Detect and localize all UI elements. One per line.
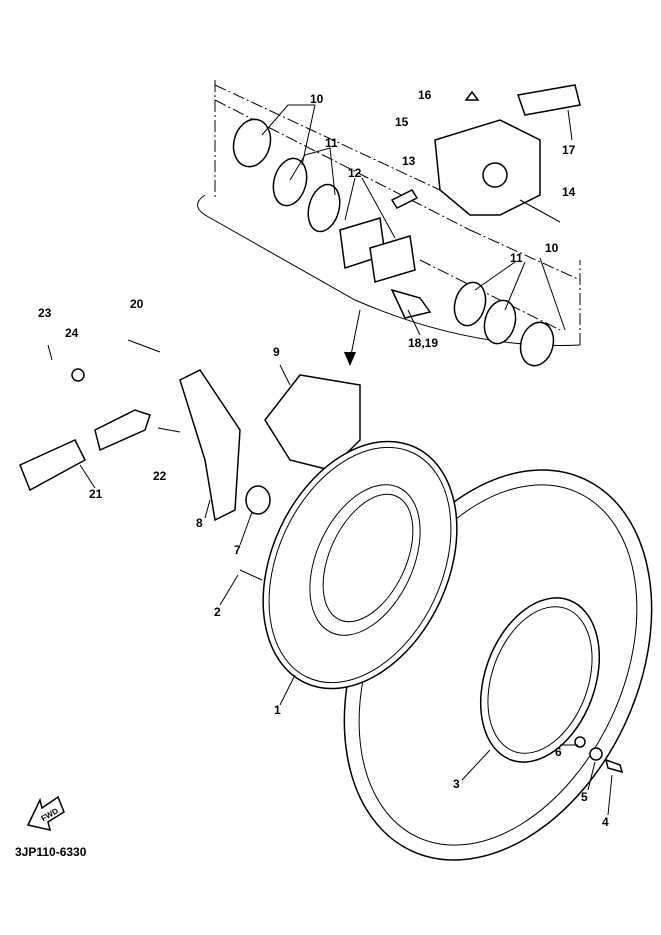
callout-16: 16 <box>418 88 432 102</box>
seal <box>272 157 308 207</box>
pad-spring <box>390 189 419 209</box>
bolt <box>604 758 624 774</box>
mount-parts <box>19 339 361 581</box>
callout-21: 21 <box>89 487 103 501</box>
callout-1: 1 <box>274 703 281 717</box>
caliper-bracket <box>179 369 241 522</box>
hub <box>479 597 601 763</box>
callout-13: 13 <box>402 154 416 168</box>
piston <box>232 118 272 168</box>
bolt <box>519 199 561 223</box>
brake-pad <box>369 235 416 283</box>
callout-7: 7 <box>234 543 241 557</box>
seal <box>307 183 341 233</box>
callout-23: 23 <box>38 306 52 320</box>
caliper-exploded-group <box>197 80 581 367</box>
seal <box>453 281 487 327</box>
part-code: 3JP110-6330 <box>15 845 87 859</box>
arrow-icon <box>344 352 356 366</box>
callout-10b: 10 <box>545 241 559 255</box>
rod <box>94 409 151 452</box>
callout-10: 10 <box>310 92 324 106</box>
callout-20: 20 <box>130 297 144 311</box>
callout-9: 9 <box>273 345 280 359</box>
callout-14: 14 <box>562 185 576 199</box>
caliper-bore <box>482 162 508 188</box>
piston <box>519 321 555 367</box>
bleed-screw <box>464 90 480 101</box>
callouts: 10 11 12 13 15 16 17 14 10 11 18,19 9 20… <box>38 88 609 829</box>
disc-and-wheel <box>262 440 653 861</box>
caliper-assembly <box>264 374 361 471</box>
callout-22: 22 <box>153 469 167 483</box>
nut <box>71 368 85 382</box>
callout-12: 12 <box>348 166 362 180</box>
cover <box>517 84 581 116</box>
callout-17: 17 <box>562 143 576 157</box>
pad-support <box>390 288 432 319</box>
callout-5: 5 <box>581 790 588 804</box>
callout-2: 2 <box>214 605 221 619</box>
callout-4: 4 <box>602 815 609 829</box>
callout-18-19: 18,19 <box>408 336 438 350</box>
seal <box>483 299 517 345</box>
callout-6: 6 <box>555 745 562 759</box>
washer <box>589 747 603 761</box>
callout-8: 8 <box>196 516 203 530</box>
leader-lines <box>79 104 613 816</box>
fwd-arrow-icon: FWD <box>26 795 65 832</box>
callout-15: 15 <box>395 115 409 129</box>
callout-11b: 11 <box>510 251 523 265</box>
callout-24: 24 <box>65 326 79 340</box>
callout-11: 11 <box>325 136 338 150</box>
brake-disc <box>262 440 458 690</box>
rod <box>19 439 86 492</box>
callout-3: 3 <box>453 777 460 791</box>
collar <box>245 485 271 515</box>
